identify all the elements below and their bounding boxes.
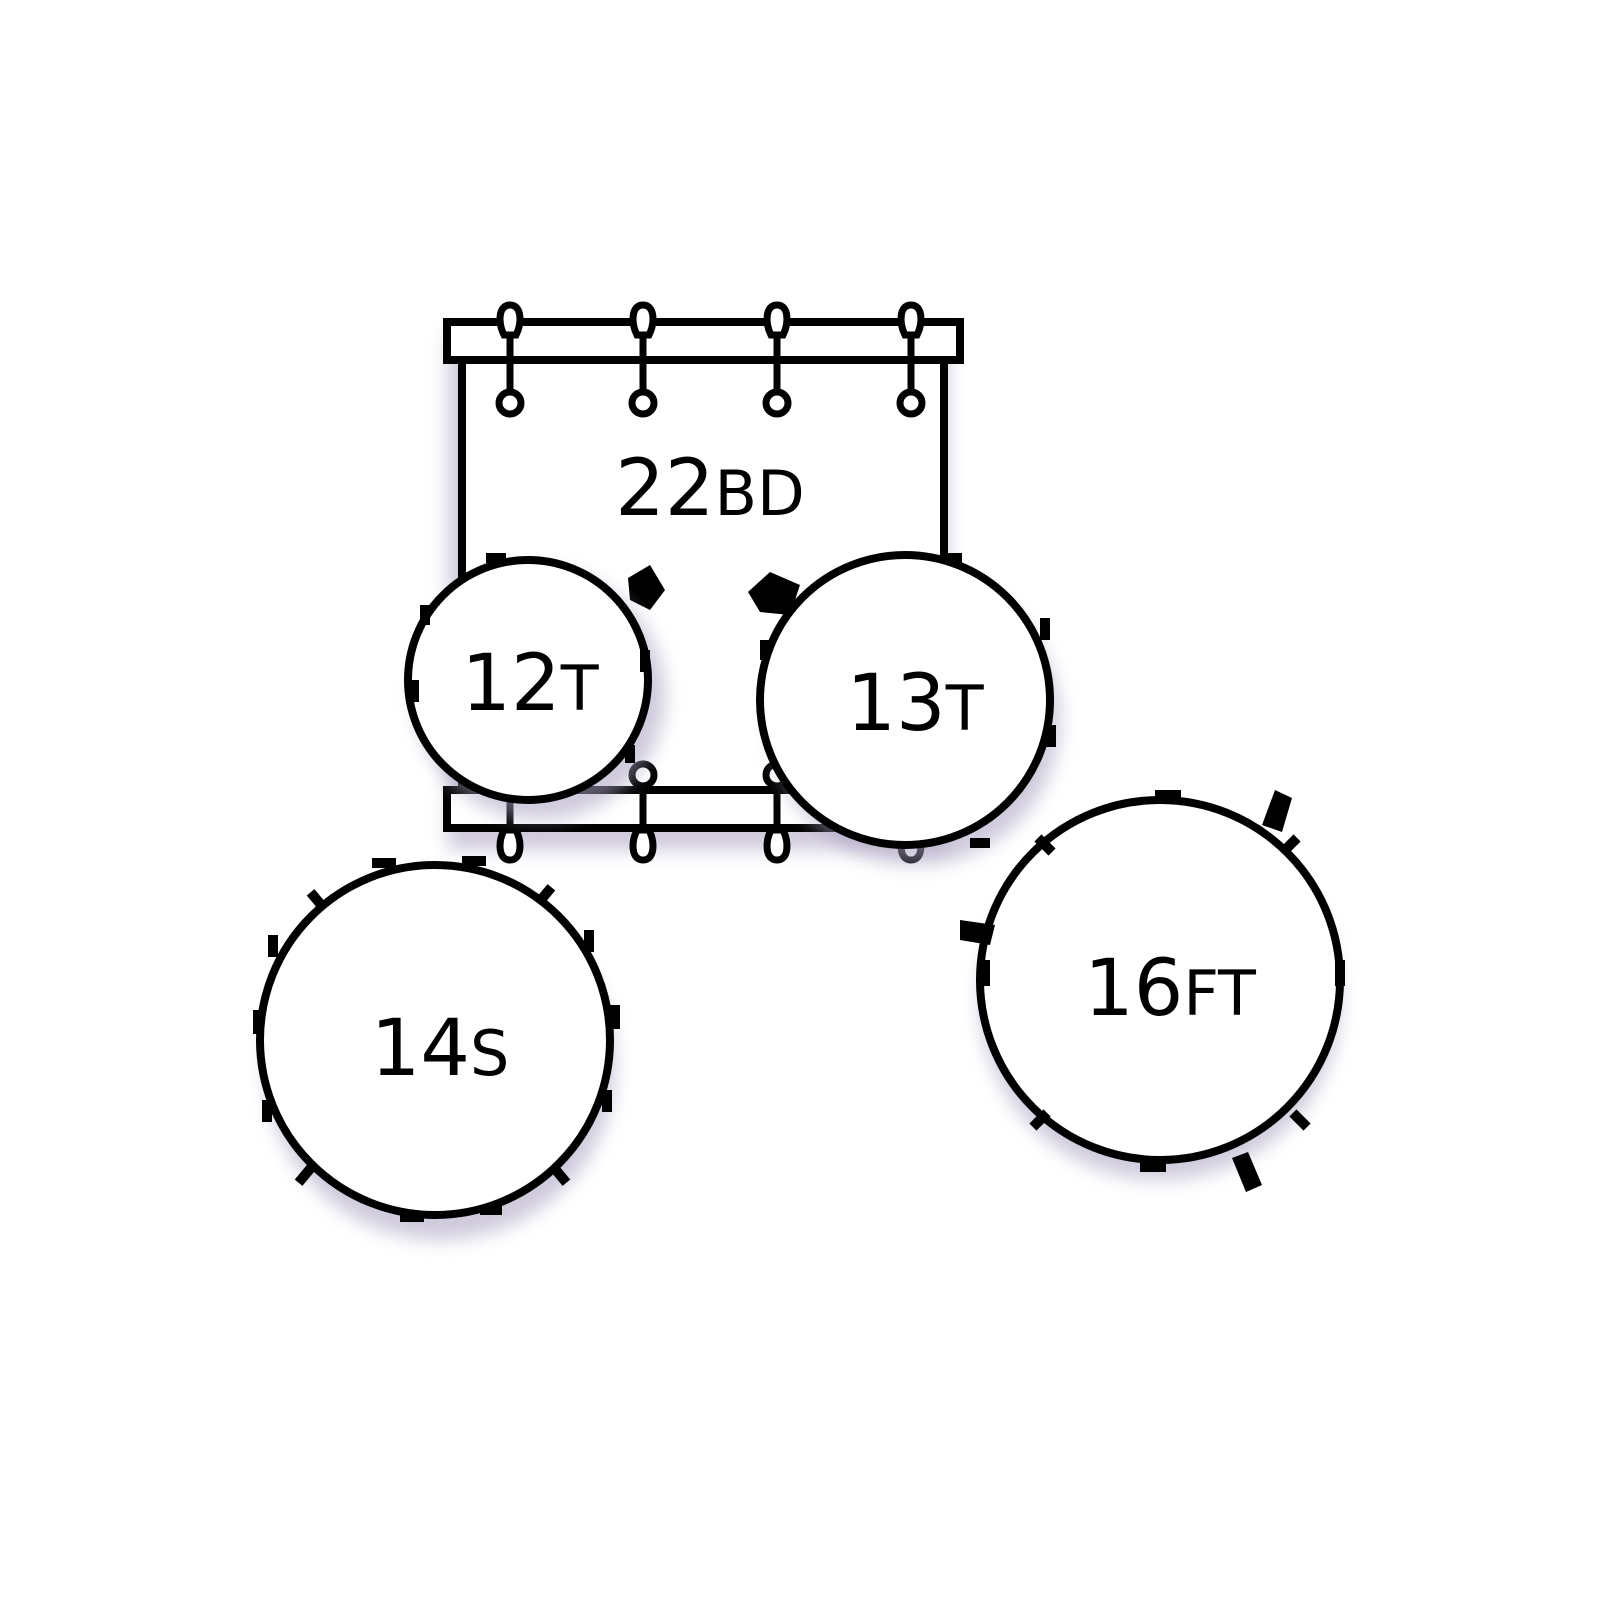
tom-12-lugs [409, 553, 650, 763]
snare-14-head [256, 861, 614, 1219]
tom-13-lugs [760, 553, 1056, 848]
floor-tom-16: 16FT [960, 790, 1345, 1192]
floor-tom-16-label: 16FT [1084, 944, 1257, 1034]
floor-tom-leg-top [1262, 790, 1292, 832]
tom-12: 12T [404, 553, 665, 820]
floor-tom-16-lugs [980, 790, 1345, 1172]
snare-14-label: 14S [371, 1004, 510, 1094]
bass-drum-top-hoop [443, 318, 964, 364]
floor-tom-leg-left [960, 920, 995, 945]
tom-12-label: 12T [461, 639, 599, 729]
tom-12-head [404, 556, 652, 804]
bass-drum-label: 22BD [615, 444, 805, 534]
tom-13-label: 13T [846, 659, 984, 749]
snare-14: 14S [253, 856, 620, 1240]
floor-tom-leg-bottom [1232, 1152, 1262, 1192]
tom-mount-left [628, 565, 665, 610]
tom-13: 13T [756, 551, 1060, 865]
tom-mount-right [748, 572, 800, 615]
tom-13-head [756, 551, 1054, 849]
snare-14-lugs [253, 856, 620, 1222]
